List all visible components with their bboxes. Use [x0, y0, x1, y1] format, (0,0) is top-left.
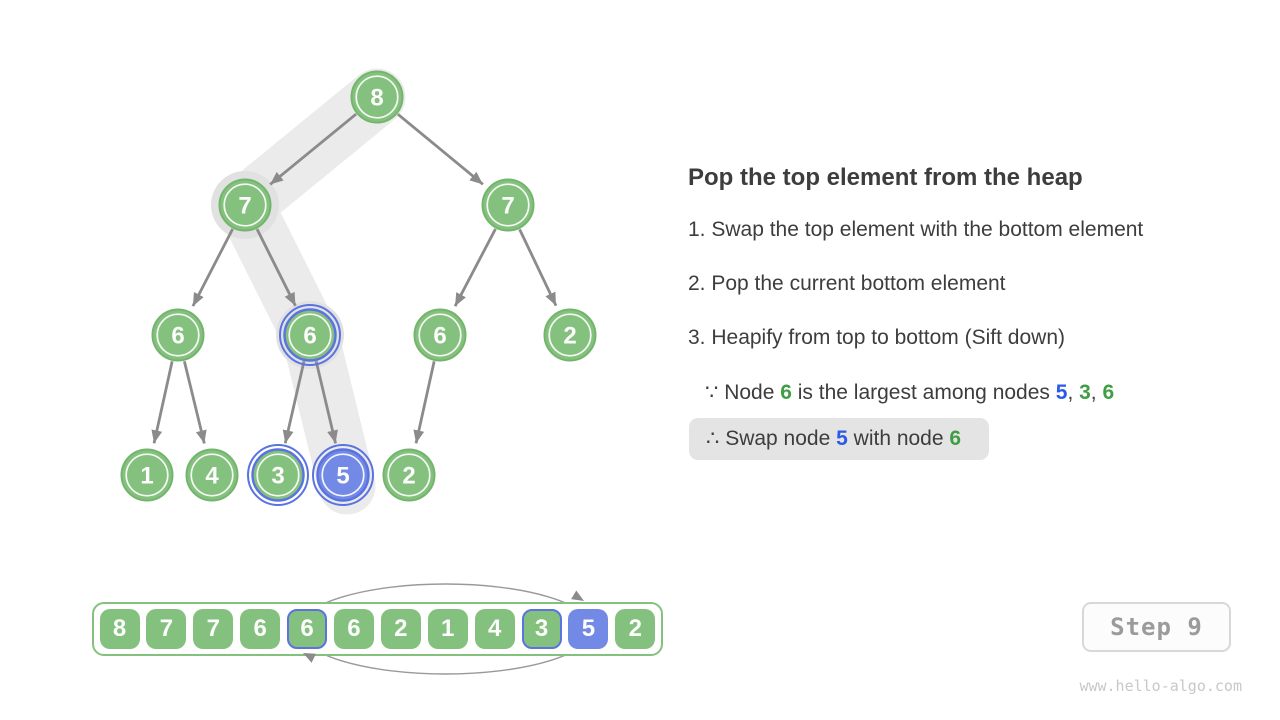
node-ref-5: 5: [1055, 381, 1068, 404]
array-cell-11: 2: [615, 609, 656, 649]
tree-node-value: 6: [433, 323, 446, 350]
tree-node-1: 1: [120, 448, 174, 502]
node-ref-6: 6: [780, 381, 792, 404]
tree-edge: [314, 360, 338, 444]
array-cell-6: 2: [380, 609, 421, 649]
array-cell-3: 6: [240, 609, 281, 649]
node-ref-6: 6: [949, 427, 962, 450]
panel-step-item: 1. Swap the top element with the bottom …: [688, 218, 1144, 241]
explanation-panel: Pop the top element from the heap 1. Swa…: [688, 164, 1263, 460]
tree-node-value: 1: [140, 463, 153, 490]
tree-edge: [191, 228, 234, 307]
tree-edge: [269, 113, 357, 186]
therefore-box: ∴ Swap node 5 with node 6: [689, 418, 990, 460]
tree-node-6: 6: [151, 308, 205, 362]
tree-edge: [151, 361, 174, 444]
tree-node-5: 5: [312, 444, 374, 506]
because-line: ∵ Node 6 is the largest among nodes 5, 3…: [705, 380, 1263, 405]
array-cell-5: 6: [333, 609, 374, 649]
tree-node-2: 2: [382, 448, 436, 502]
tree-node-value: 7: [501, 193, 514, 220]
text-segment: ,: [1090, 381, 1103, 404]
array-cell-2: 7: [193, 609, 234, 649]
tree-edge: [453, 228, 497, 307]
tree-edge: [255, 228, 297, 307]
panel-title: Pop the top element from the heap: [688, 164, 1083, 191]
tree-edge: [413, 361, 436, 444]
tree-edge: [282, 361, 306, 444]
array-cell-0: 8: [99, 609, 140, 649]
array-cell-9: 3: [521, 609, 562, 649]
text-segment: ∵ Node: [705, 381, 781, 404]
tree-node-value: 3: [271, 463, 284, 490]
panel-step-item: 2. Pop the current bottom element: [688, 272, 1006, 295]
tree-node-3: 3: [247, 444, 309, 506]
array-cell-8: 4: [474, 609, 515, 649]
text-segment: ∴ Swap node: [706, 427, 837, 450]
array-cell-7: 1: [427, 609, 468, 649]
text-segment: with node: [847, 427, 950, 450]
text-segment: ,: [1067, 381, 1080, 404]
tree-node-value: 5: [336, 463, 349, 490]
tree-node-value: 7: [238, 193, 251, 220]
tree-node-value: 2: [563, 323, 576, 350]
tree-node-value: 2: [402, 463, 415, 490]
tree-edge: [518, 228, 558, 307]
sift-down-highlight-band: [216, 68, 406, 515]
tree-node-value: 8: [370, 85, 383, 112]
tree-node-7: 7: [481, 178, 535, 232]
tree-node-value: 6: [171, 323, 184, 350]
heap-tree-diagram: 8 7 7 6 6 6 2 1 4 3 5 2: [120, 68, 597, 515]
panel-steps: 1. Swap the top element with the bottom …: [688, 218, 1263, 350]
panel-step-item: 3. Heapify from top to bottom (Sift down…: [688, 326, 1065, 349]
array-cell-4: 6: [287, 609, 328, 649]
node-ref-6: 6: [1102, 381, 1115, 404]
tree-edge: [183, 360, 207, 444]
step-badge[interactable]: Step 9: [1082, 602, 1231, 652]
watermark: www.hello-algo.com: [1079, 677, 1242, 695]
tree-node-6: 6: [413, 308, 467, 362]
tree-node-7: 7: [218, 178, 272, 232]
tree-edge: [396, 113, 484, 186]
tree-node-4: 4: [185, 448, 239, 502]
node-ref-5: 5: [836, 427, 848, 450]
array-cell-1: 7: [146, 609, 187, 649]
node-ref-3: 3: [1079, 381, 1091, 404]
tree-node-6: 6: [279, 304, 341, 366]
tree-node-2: 2: [543, 308, 597, 362]
array-cell-10: 5: [568, 609, 609, 649]
tree-node-value: 6: [303, 323, 316, 350]
text-segment: is the largest among nodes: [791, 381, 1056, 404]
tree-node-8: 8: [350, 70, 404, 124]
tree-node-value: 4: [205, 463, 219, 490]
